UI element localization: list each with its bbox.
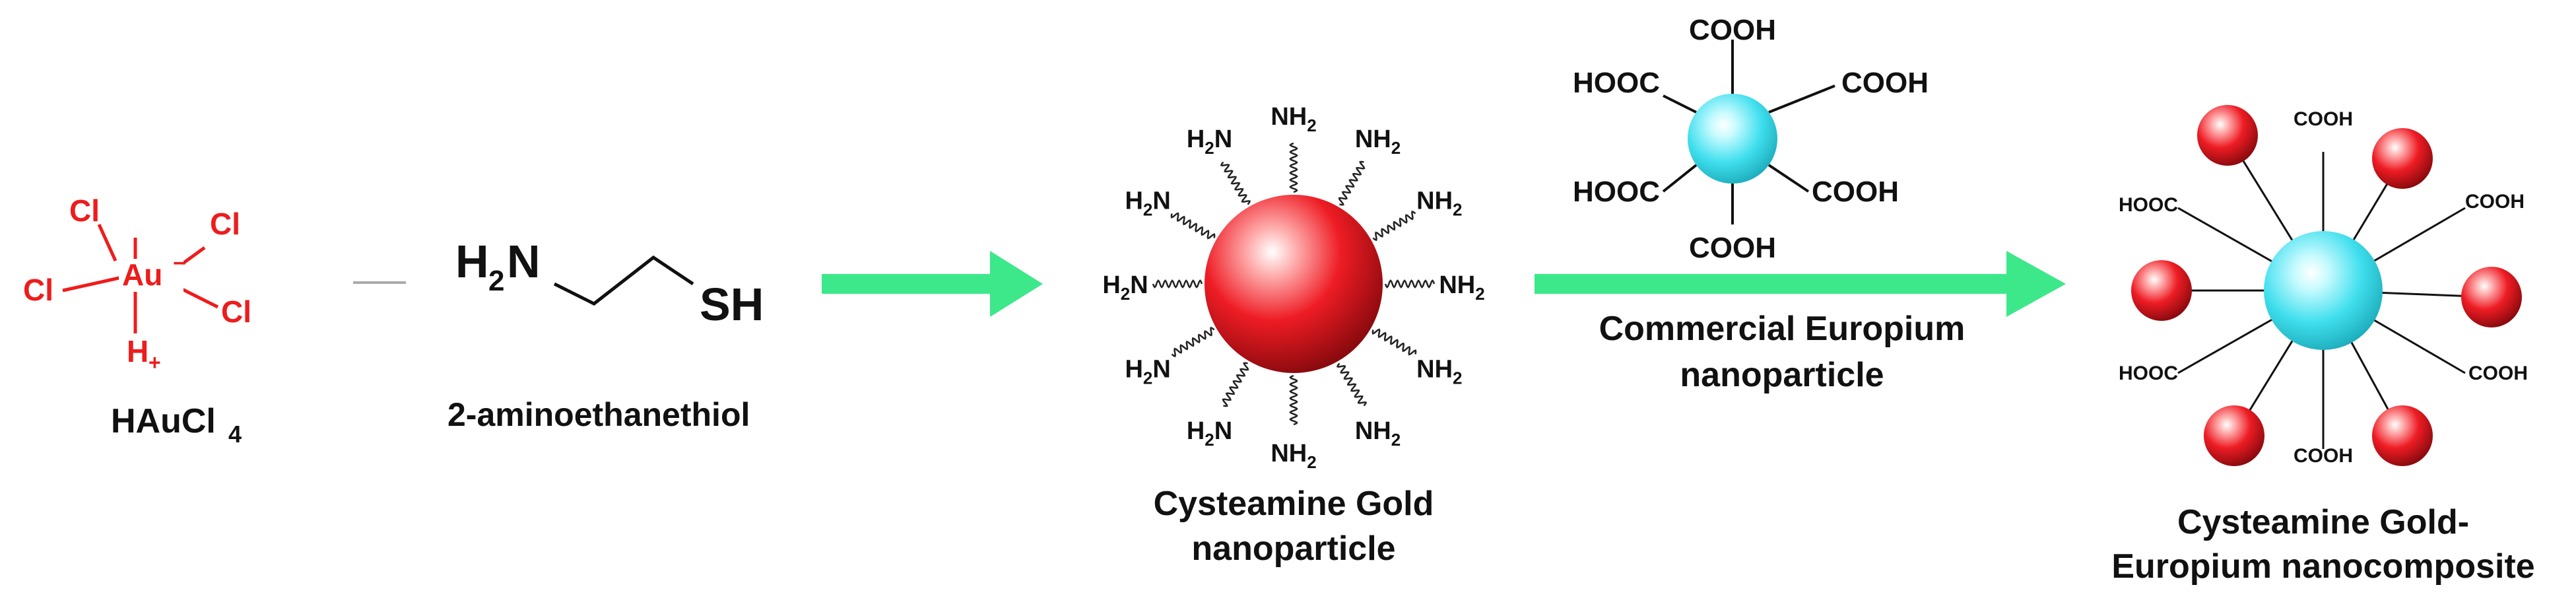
- carboxyl-group-label: COOH: [2465, 191, 2525, 213]
- carboxyl-bond: [1662, 164, 1698, 193]
- amine-ligand-label: H2N: [1125, 356, 1170, 388]
- europium-np-label: Commercial Europium nanoparticle: [1599, 310, 1965, 394]
- gold-np-label-line2: nanoparticle: [1191, 530, 1395, 568]
- h-charge: +: [149, 351, 161, 374]
- ligand-chain: [1336, 362, 1368, 407]
- haucl4-label-subscript: 4: [228, 421, 242, 448]
- amine-subscript: 2: [488, 265, 504, 297]
- ligand-chain: [1222, 362, 1249, 407]
- h-atom: H: [127, 334, 149, 368]
- composite-label-line2: Europium nanocomposite: [2111, 547, 2534, 586]
- thiol-sh: SH: [700, 279, 764, 330]
- cl-atom-left: Cl: [23, 273, 53, 307]
- ligand-chain: [1171, 326, 1215, 358]
- cysteamine-structure: H 2 N SH: [455, 236, 764, 330]
- europium-nanoparticle: COOH COOH COOH COOH HOOC HOOC: [1573, 14, 1929, 264]
- ligand-chain: [1220, 161, 1251, 205]
- ligand-chain: [1289, 142, 1298, 193]
- amine-ligand-label: H2N: [1125, 188, 1170, 220]
- au-atom: Au: [122, 257, 162, 292]
- amine-ligand-label: NH2: [1271, 103, 1316, 135]
- europium-label-line1: Commercial Europium: [1599, 310, 1965, 348]
- amine-ligand-label: NH2: [1355, 417, 1401, 450]
- europium-sphere: [1688, 94, 1777, 184]
- haucl4-structure: Cl Cl Cl Cl Au − H +: [23, 193, 251, 374]
- amine-ligand-label: H2N: [1102, 271, 1148, 304]
- carboxyl-bond: [1663, 94, 1697, 114]
- carboxyl-group-label: COOH: [1689, 14, 1776, 46]
- gold-europium-nanocomposite: COOH COOH COOH COOH HOOC HOOC: [2119, 105, 2528, 467]
- composite-label-line1: Cysteamine Gold-: [2177, 503, 2469, 541]
- carboxyl-group-label: COOH: [2468, 362, 2528, 384]
- ligand-chain: [1338, 160, 1366, 206]
- carboxyl-group-label: COOH: [1841, 67, 1929, 99]
- carboxyl-group-label: HOOC: [1573, 67, 1660, 99]
- carboxyl-bond: [1768, 85, 1835, 114]
- amine-ligand-label: NH2: [1416, 356, 1462, 388]
- reaction-arrow-1: [822, 251, 1043, 317]
- carboxyl-group-label: HOOC: [2119, 194, 2178, 216]
- haucl4-label-main: HAuCl: [111, 402, 216, 440]
- amine-ligand-label: H2N: [1187, 417, 1232, 450]
- gold-satellite-sphere: [2197, 105, 2258, 166]
- carboxyl-bond: [1767, 164, 1810, 193]
- cysteamine-label: 2-aminoethanethiol: [447, 396, 750, 433]
- amine-n: N: [507, 236, 541, 287]
- europium-label-line2: nanoparticle: [1680, 356, 1884, 394]
- ligand-chain: [1372, 210, 1416, 242]
- gold-satellite-sphere: [2204, 405, 2264, 466]
- carboxyl-group-label: COOH: [2294, 108, 2353, 130]
- ligand-chain: [1371, 328, 1417, 356]
- gold-satellite-sphere: [2372, 405, 2433, 466]
- carboxyl-group-label: HOOC: [1573, 176, 1660, 208]
- carboxyl-group-label: COOH: [1689, 232, 1776, 264]
- au-charge: −: [173, 251, 186, 276]
- europium-core-sphere: [2264, 231, 2383, 350]
- cl-atom-top-right: Cl: [210, 207, 240, 241]
- carboxyl-group-label: COOH: [2294, 445, 2353, 467]
- gold-satellite-sphere: [2372, 128, 2433, 189]
- amine-ligand-label: NH2: [1271, 440, 1316, 472]
- gold-np-label-line1: Cysteamine Gold: [1154, 485, 1434, 523]
- reaction-arrow-2: [1535, 251, 2066, 317]
- gold-satellite-sphere: [2131, 260, 2192, 321]
- ligand-chain: [1170, 212, 1216, 240]
- ligand-chain: [1289, 374, 1298, 426]
- amine-ligand-label: NH2: [1439, 271, 1484, 304]
- gold-np-label: Cysteamine Gold nanoparticle: [1154, 485, 1434, 568]
- ligand-chain: [1152, 279, 1203, 289]
- cl-atom-right: Cl: [221, 294, 251, 329]
- amine-ligand-label: H2N: [1187, 125, 1232, 158]
- ligand-chain: [1384, 279, 1436, 289]
- amine-ligand-label: NH2: [1355, 125, 1401, 158]
- amine-ligand-label: NH2: [1416, 188, 1462, 220]
- gold-satellite-sphere: [2461, 267, 2522, 327]
- carboxyl-group-label: HOOC: [2119, 362, 2178, 384]
- cl-atom-top-left: Cl: [69, 193, 100, 228]
- gold-sphere: [1205, 195, 1383, 373]
- carboxyl-group-label: COOH: [1812, 176, 1899, 208]
- composite-label: Cysteamine Gold- Europium nanocomposite: [2111, 503, 2534, 586]
- haucl4-label: HAuCl 4: [111, 402, 242, 448]
- amine-h: H: [455, 236, 489, 287]
